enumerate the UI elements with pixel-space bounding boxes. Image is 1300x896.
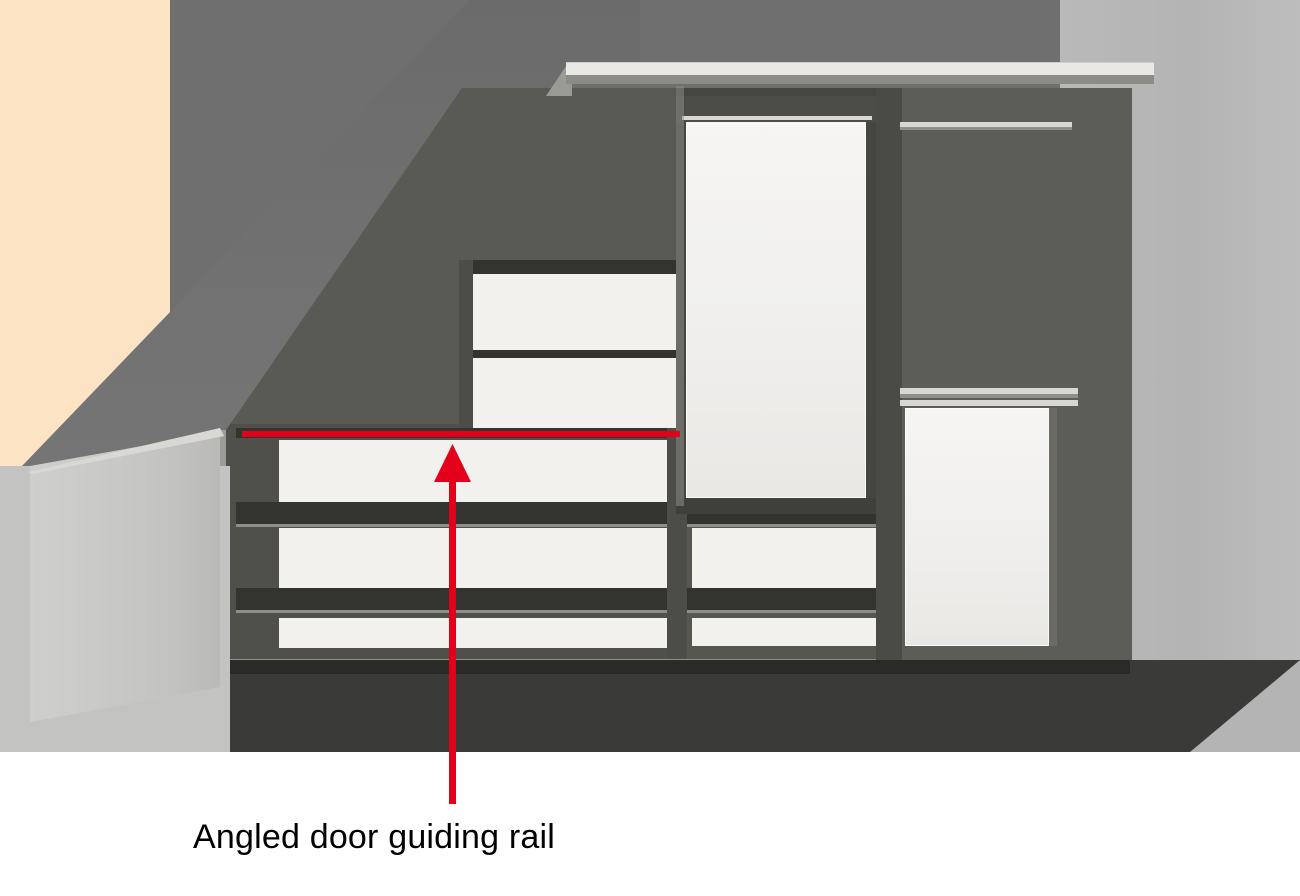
upper-shelf-bay-2 [471,358,685,428]
centre-shelf-line-1 [685,524,897,527]
upper-shelf-left-post [459,260,473,430]
right-bay-left-post [876,88,902,666]
low-left-wall-face [30,432,220,722]
hanging-rail-top [900,122,1072,127]
upper-shelf-top-edge [465,260,685,274]
left-shelf-1 [279,440,685,502]
centre-shelf-edge-2 [685,588,897,610]
upper-shelf-divider [465,350,685,358]
centre-door-guide-rail [682,116,872,120]
cornice-top-board [566,62,1154,75]
hanging-rail-shadow [900,127,1072,130]
centre-shelf-2 [692,528,897,588]
carcass-right-side-panel [1060,88,1132,666]
callout-caption: Angled door guiding rail [193,818,556,856]
callout-arrow-shaft [449,470,456,804]
left-shelf-line-1 [236,524,685,527]
left-shelf-2 [279,528,685,588]
floor-shadow-band [170,660,1130,674]
right-bay-panel-edge [1049,408,1057,646]
upper-shelf-bay-1 [471,274,685,350]
wardrobe-scene [0,0,1300,752]
left-shelf-edge-2 [236,588,685,610]
right-bay-shelf-rail [900,388,1078,394]
centre-shelf-line-2 [685,610,897,613]
right-bay-shelf-shadow [900,394,1078,398]
centre-door-left-reveal [676,86,684,506]
centre-sliding-door-panel[interactable] [686,120,866,498]
right-bay-door-panel[interactable] [905,408,1049,646]
left-shelf-line-2 [236,610,685,613]
right-bay-shelf-rail-2 [900,400,1078,406]
cornice-shadow [566,74,1154,84]
centre-door-bottom-rail [676,498,880,514]
left-shelf-3 [279,618,685,648]
left-shelf-edge-1 [236,502,685,524]
centre-shelf-3 [692,618,897,646]
guiding-rail-highlight [242,431,680,437]
